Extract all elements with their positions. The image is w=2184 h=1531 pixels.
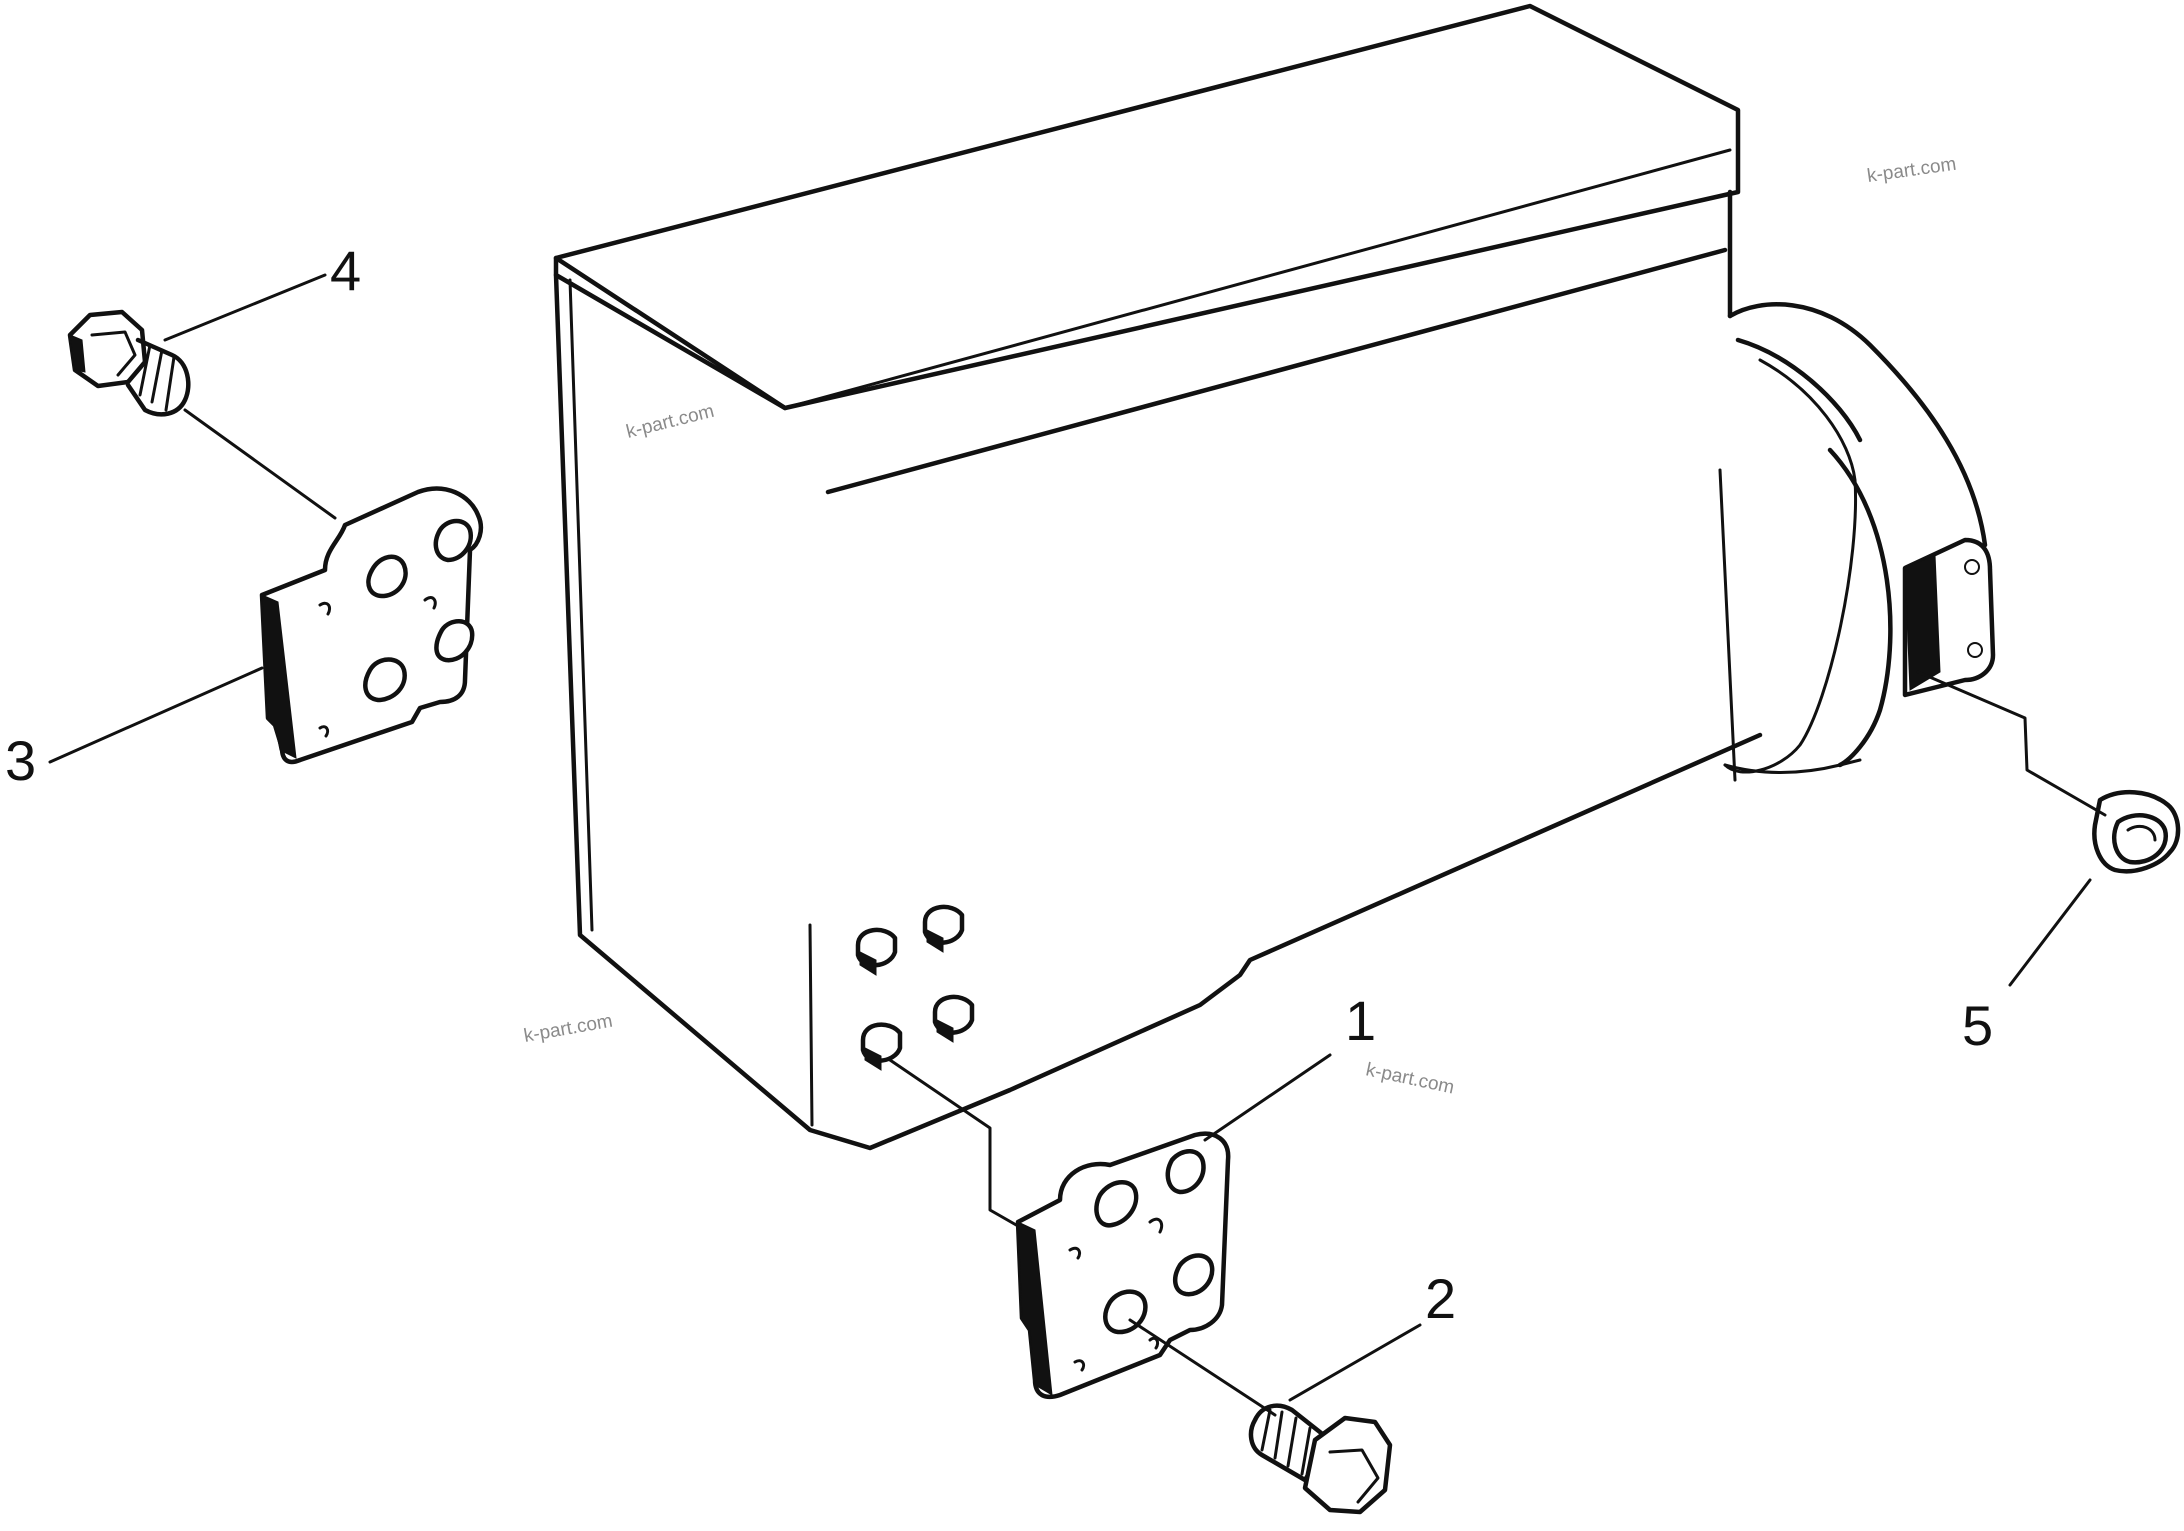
housing-studs [855,904,975,1071]
part-1-outline [1015,1131,1231,1400]
watermark-top-right: k-part.com [1866,154,1958,187]
part-3-hole-1 [366,554,408,599]
stud-bottom-left [860,1022,903,1071]
part-4-shank [125,337,191,417]
housing-left-face [553,272,1763,1151]
end-cap-bottom [1723,758,1862,774]
part-3-mark-c [318,725,330,738]
part-3-mark-a [423,596,437,610]
stud-top-left [855,927,898,976]
part-4-head-shadow [69,334,86,373]
stud-bottom-right [932,994,975,1043]
callout-number-2: 2 [1425,1267,1456,1330]
part-5-fitting [2008,789,2181,987]
part-3-outline [259,486,484,765]
part-1-mark-c [1073,1359,1086,1372]
part-5-body [2092,789,2181,874]
part-1-mark-b [1068,1246,1082,1260]
part-1-mark-a [1148,1217,1164,1234]
leader-callout-2 [1288,1323,1422,1402]
part-1-edge-shadow [1017,1221,1053,1396]
leader-callout-5 [2008,878,2092,987]
right-plate-shadow [1904,554,1941,691]
callout-number-4: 4 [330,239,361,302]
part-4-threads [138,343,176,412]
right-plate-hole-top [1964,559,1980,575]
leader-part-2-to-plate [1128,1318,1277,1417]
end-cap-outer-ring [1827,447,1893,768]
right-plate-hole-bottom [1967,642,1983,658]
housing-top-lid [553,3,1741,411]
watermark-bottom-center: k-part.com [1364,1059,1456,1098]
part-1-hole-3 [1172,1253,1215,1297]
part-1-hole-1 [1094,1180,1139,1228]
part-2-threads [1260,1408,1312,1476]
housing-right-lower-edge [1718,468,1737,782]
callout-number-1: 1 [1345,989,1376,1052]
housing-left-face-inner [568,278,594,932]
leader-part-5 [1916,670,2107,817]
part-1-mark-d [1148,1336,1160,1350]
part-3-cover-plate [48,408,484,765]
housing-front-top-edge [825,247,1728,495]
part-3-hole-2 [433,518,474,563]
end-cap-rim-front [1735,337,1863,443]
part-1-cover-plate [888,1053,1332,1400]
part-1-hole-2 [1165,1149,1206,1195]
part-3-hole-4 [363,657,407,703]
housing-lid-inner-line [783,148,1732,410]
part-2-head-face [1328,1448,1380,1504]
watermark-bottom-left: k-part.com [522,1011,614,1047]
housing-body [553,3,1763,1151]
leader-part-1-to-stud [888,1058,1027,1232]
leader-callout-4 [163,273,327,342]
end-cap [1723,302,1988,774]
part-3-edge-shadow [261,594,297,759]
leader-callout-1 [1203,1053,1332,1142]
end-cap-outer-rim [1727,302,1988,548]
part-3-mark-b [318,601,332,616]
part-4-bolt [67,273,327,417]
leader-part-4-to-plate [183,408,337,520]
part-5-cap-inner [2126,824,2157,842]
end-cap-inner-ring [1723,358,1858,774]
callout-number-5: 5 [1962,994,1993,1057]
housing-bottom-inner [808,923,814,1127]
right-plate-outline [1902,537,1996,698]
stud-top-right [922,904,965,953]
leader-callout-3 [48,666,264,764]
watermark-center: k-part.com [624,401,716,443]
callout-number-3: 3 [5,729,36,792]
part-4-head-face [90,330,137,377]
right-fitting-plate [1902,537,2107,817]
part-2-bolt [1128,1318,1422,1515]
part-5-cap [2112,813,2169,865]
part-3-hole-3 [434,619,475,663]
